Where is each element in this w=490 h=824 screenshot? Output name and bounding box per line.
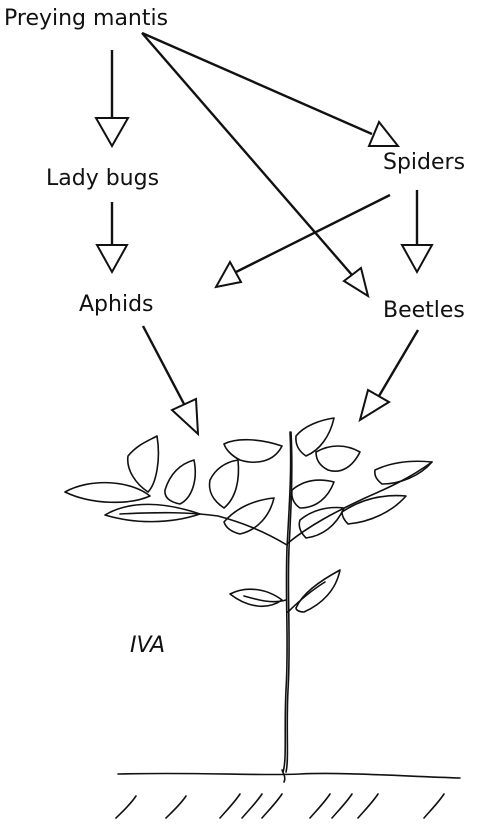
- edge-spiders-to-aphids: [216, 195, 390, 287]
- node-aphids: Aphids: [79, 294, 154, 316]
- node-preying-mantis: Preying mantis: [4, 8, 168, 30]
- edge-ladybugs-to-aphids: [97, 202, 127, 272]
- edge-mantis-to-beetles: [142, 33, 368, 296]
- edge-aphids-to-plant: [143, 326, 198, 434]
- edge-mantis-to-ladybugs: [96, 50, 128, 146]
- node-spiders: Spiders: [383, 152, 465, 174]
- plant-illustration: [65, 418, 460, 818]
- edge-spiders-to-beetles: [402, 190, 432, 272]
- node-plant-iva: IVA: [130, 635, 165, 657]
- edge-beetles-to-plant: [360, 330, 418, 420]
- edge-mantis-to-spiders: [142, 33, 398, 146]
- node-lady-bugs: Lady bugs: [46, 168, 159, 190]
- node-beetles: Beetles: [383, 300, 465, 322]
